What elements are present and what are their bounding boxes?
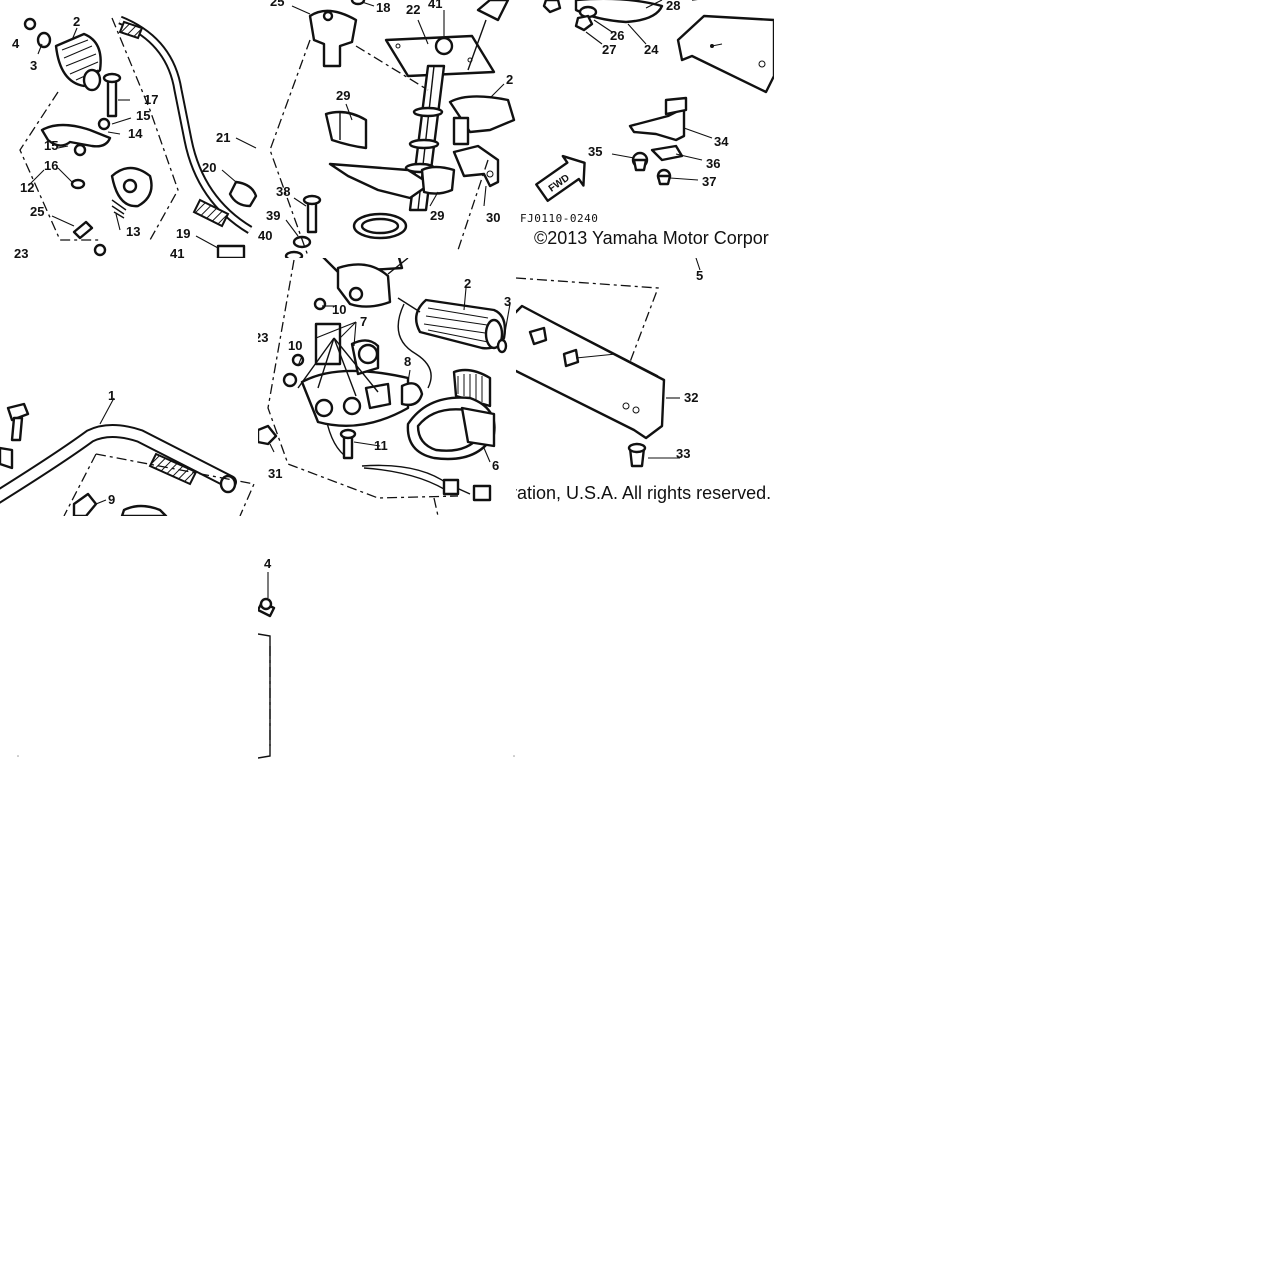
callout-label: 10: [332, 302, 346, 317]
callout-label: 39: [266, 208, 280, 223]
callout-label: 3: [30, 58, 37, 73]
fwd-arrow-badge: FWD: [535, 154, 586, 203]
callout-label: 3: [504, 294, 511, 309]
callout-label: 29: [430, 208, 444, 223]
washer-part: [36, 31, 52, 49]
callout-label: 23: [258, 330, 268, 345]
callout-label: 26: [610, 28, 624, 43]
callout-label: 7: [360, 314, 367, 329]
callout-label: 10: [288, 338, 302, 353]
callout-label: 6: [492, 458, 499, 473]
cover-bracket-exploded-view: 5 32 33: [516, 258, 703, 468]
callout-label: 8: [404, 354, 411, 369]
left-grip-exploded-view: 4 2 3 17 15 14 15 16 12 13 25 23 21 20 1…: [12, 14, 258, 258]
cover-bracket-part: [516, 304, 666, 440]
callout-label: 5: [696, 268, 703, 283]
callout-label: 25: [30, 204, 44, 219]
diagram-tile-empty: [0, 516, 258, 774]
switch-housing-exploded-view: 23 10 10 7 31 11 8 2 3 6: [258, 258, 511, 516]
callout-label: 28: [666, 0, 680, 13]
handlebar-exploded-view: 1 9: [0, 388, 255, 516]
callout-label: 24: [644, 42, 659, 57]
callout-label: 25: [270, 0, 284, 9]
screw-detail-view: 4: [258, 556, 515, 759]
copyright-notice-tail: ration, U.S.A. All rights reserved.: [516, 483, 772, 503]
callout-label: 36: [706, 156, 720, 171]
copyright-notice: ©2013 Yamaha Motor Corpor: [534, 228, 769, 248]
callout-label: 20: [202, 160, 216, 175]
callout-label: 22: [406, 2, 420, 17]
steering-column-exploded-view: 25 18 22 41 29 38 39 40 29 30 2: [258, 0, 516, 258]
callout-label: 41: [428, 0, 442, 11]
callout-label: 35: [588, 144, 602, 159]
callout-label: 17: [144, 92, 158, 107]
callout-label: 15: [136, 108, 150, 123]
screw-part: [23, 17, 37, 31]
callout-label: 2: [506, 72, 513, 87]
diagram-tile-handlebar: 1 9: [0, 258, 258, 516]
callout-label: 31: [268, 466, 282, 481]
grip-part: [54, 32, 102, 92]
brackets-exploded-view: FWD 28 26 27 24 34 35 36 37: [535, 0, 774, 203]
callout-label: 41: [170, 246, 184, 258]
diagram-code: FJ0110-0240: [520, 212, 599, 225]
callout-label: 4: [264, 556, 272, 571]
callout-label: 37: [702, 174, 716, 189]
callout-label: 14: [128, 126, 143, 141]
diagram-tile-brackets: FWD 28 26 27 24 34 35 36 37 FJ0110-0240 …: [516, 0, 774, 258]
clamp-part: [324, 110, 368, 150]
callout-label: 23: [14, 246, 28, 258]
callout-label: 15: [44, 138, 58, 153]
callout-label: 19: [176, 226, 190, 241]
callout-label: 27: [602, 42, 616, 57]
diagram-tile-switch-housing: 23 10 10 7 31 11 8 2 3 6: [258, 258, 516, 516]
callout-label: 4: [12, 36, 20, 51]
diagram-tile-left-grip: 4 2 3 17 15 14 15 16 12 13 25 23 21 20 1…: [0, 0, 258, 258]
callout-label: 33: [676, 446, 690, 461]
callout-label: 11: [374, 438, 388, 453]
callout-label: 1: [108, 388, 115, 403]
callout-label: 9: [108, 492, 115, 507]
diagram-tile-steering-column: 25 18 22 41 29 38 39 40 29 30 2: [258, 0, 516, 258]
callout-label: 13: [126, 224, 140, 239]
callout-label: 34: [714, 134, 729, 149]
diagram-tile-cover-bracket: 5 32 33 ration, U.S.A. All rights reserv…: [516, 258, 774, 516]
grip-part: [414, 298, 507, 350]
callout-label: 18: [376, 0, 390, 15]
holder-part: [308, 9, 358, 68]
callout-label: 29: [336, 88, 350, 103]
callout-label: 40: [258, 228, 272, 243]
callout-label: 21: [216, 130, 230, 145]
diagram-tile-screw: 4: [258, 516, 516, 774]
callout-label: 38: [276, 184, 290, 199]
callout-label: 32: [684, 390, 698, 405]
callout-label: 12: [20, 180, 34, 195]
callout-label: 16: [44, 158, 58, 173]
callout-label: 2: [464, 276, 471, 291]
callout-label: 30: [486, 210, 500, 225]
callout-label: 2: [73, 14, 80, 29]
